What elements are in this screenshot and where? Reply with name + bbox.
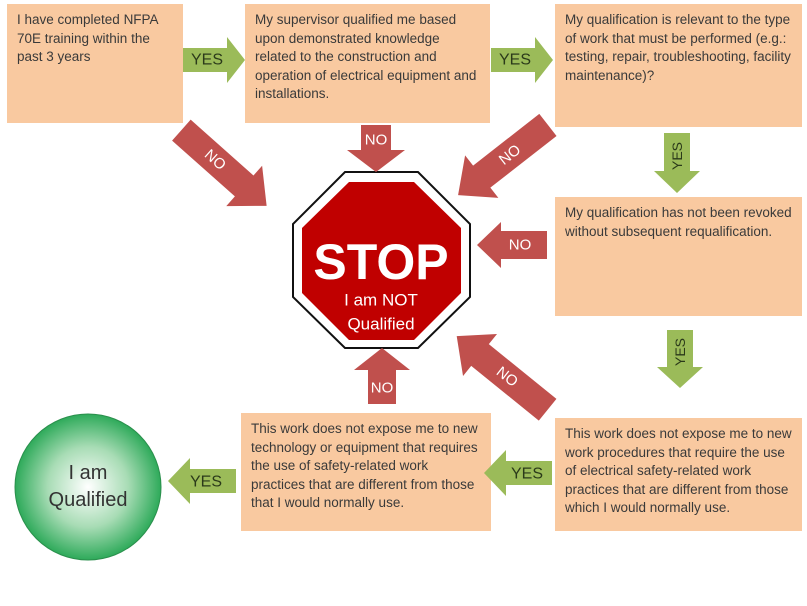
svg-text:YES: YES — [191, 52, 223, 69]
yes-arrow-left-1: YES — [484, 450, 552, 496]
no-arrow-up: NO — [354, 348, 410, 404]
svg-text:YES: YES — [672, 338, 688, 366]
yes-arrow-1: YES — [183, 37, 245, 83]
stop-title: STOP — [313, 234, 448, 290]
svg-text:NO: NO — [371, 380, 394, 397]
no-arrow-down: NO — [347, 125, 405, 172]
svg-text:NO: NO — [509, 237, 532, 254]
svg-text:YES: YES — [499, 52, 531, 69]
stop-line2: Qualified — [347, 315, 414, 334]
box-supervisor: My supervisor qualified me based upon de… — [245, 4, 490, 123]
box-training: I have completed NFPA 70E training withi… — [7, 4, 183, 123]
svg-text:YES: YES — [190, 474, 222, 491]
svg-text:NO: NO — [365, 132, 388, 149]
box-not-revoked: My qualification has not been revoked wi… — [555, 197, 802, 316]
yes-arrow-left-2: YES — [168, 458, 236, 504]
box-procedures: This work does not expose me to new work… — [555, 418, 802, 531]
yes-arrow-down-2: YES — [657, 330, 703, 388]
svg-text:YES: YES — [511, 466, 543, 483]
qualified-circle: I am Qualified — [14, 413, 162, 561]
box-relevant: My qualification is relevant to the type… — [555, 4, 802, 127]
box-technology: This work does not expose me to new tech… — [241, 413, 491, 531]
no-arrow-left: NO — [477, 222, 547, 268]
svg-text:YES: YES — [669, 142, 685, 170]
stop-line1: I am NOT — [344, 291, 418, 310]
yes-arrow-down-1: YES — [654, 133, 700, 193]
stop-sign: STOP I am NOT Qualified — [292, 171, 471, 349]
no-arrow-diagonal-2: NO — [458, 113, 557, 198]
yes-arrow-2: YES — [491, 37, 553, 83]
qualified-line2: Qualified — [49, 489, 128, 511]
qualified-line1: I am — [69, 462, 108, 484]
no-arrow-diagonal-1: NO — [172, 119, 267, 207]
no-arrow-diagonal-3: NO — [456, 334, 557, 421]
